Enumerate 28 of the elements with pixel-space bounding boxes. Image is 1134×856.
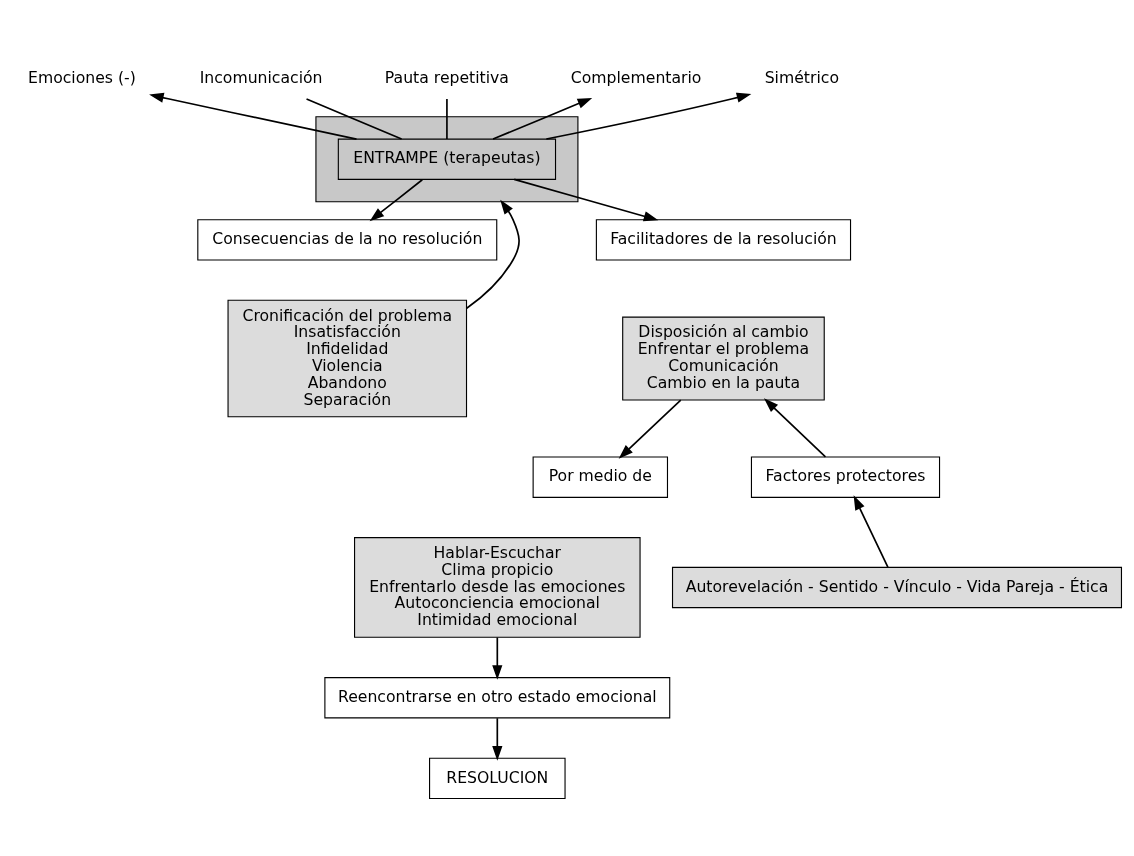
node-text: Emociones (-)	[28, 67, 136, 87]
node-box: Consecuencias de la no resolución	[197, 218, 498, 261]
arrow	[513, 178, 659, 221]
arrow	[492, 636, 503, 680]
arrow	[545, 92, 752, 140]
cluster	[315, 115, 579, 202]
node-box: Facilitadores de la resolución	[595, 218, 852, 261]
arrow	[763, 397, 827, 458]
node-box: ENTRAMPE (terapeutas)	[337, 138, 557, 180]
node-text: Pauta repetitiva	[384, 67, 509, 87]
node-box: Reencontrarse en otro estado emocional	[324, 676, 671, 718]
node-box: Hablar-Escuchar Clima propicio Enfrentarlo desde las emociones Autoconciencia emocional Intimidad emocional	[354, 536, 641, 638]
node-box: Cronificación del problema Insatisfacción Infidelidad Violencia Abandono Separación	[227, 299, 468, 417]
arrow	[465, 199, 520, 309]
node-text: Simétrico	[764, 67, 839, 87]
arrow	[369, 178, 424, 221]
node-text: Complementario	[570, 67, 702, 87]
node-box: Factores protectores	[750, 456, 941, 498]
node-box: Autorevelación - Sentido - Vínculo - Vida Pareja - Ética	[671, 566, 1123, 608]
node-box: RESOLUCION	[429, 757, 566, 799]
node-text: Incomunicación	[199, 67, 323, 87]
arrow	[618, 398, 682, 459]
arrow	[149, 92, 358, 140]
connector	[446, 97, 448, 140]
arrow	[853, 494, 889, 568]
node-box: Por medio de	[532, 456, 669, 498]
node-box: Disposición al cambio Enfrentar el problema Comunicación Cambio en la pauta	[622, 316, 825, 400]
arrow	[492, 716, 503, 761]
